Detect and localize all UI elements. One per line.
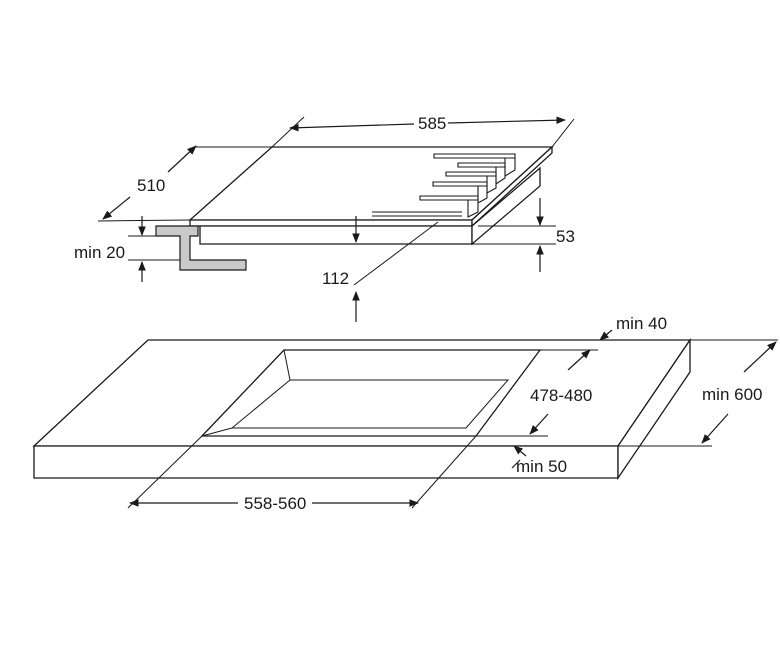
label-558-560: 558-560 [244,494,306,513]
hob-body [199,225,473,245]
label-min-40: min 40 [616,314,667,333]
cutout-inner [230,379,510,429]
hob-body-side [471,166,541,246]
dim-min-thickness: min 20 [74,216,180,282]
dim-cutout-width: 558-560 [127,435,477,513]
hob-controls [372,153,516,218]
label-585: 585 [418,114,446,133]
mounting-bracket [155,225,247,271]
dim-hob-height: 53 [472,198,575,272]
hob-drawing [155,145,554,271]
label-min-50: min 50 [516,457,567,476]
worktop-side [617,337,691,481]
label-53: 53 [556,227,575,246]
dim-cutout-depth: 478-480 [476,349,598,437]
dim-worktop-depth: min 600 [618,339,778,447]
dim-hob-width: 585 [271,114,575,148]
dim-min-front: min 50 [511,445,567,476]
label-min-600: min 600 [702,385,762,404]
hob-plate-edge-side [471,145,553,228]
worktop-drawing [32,337,692,481]
label-510: 510 [137,176,165,195]
label-112: 112 [322,269,349,288]
hob-plate-edge [189,219,473,227]
label-min-20: min 20 [74,243,125,262]
dim-hob-depth: 510 [97,145,272,222]
label-478-480: 478-480 [530,386,592,405]
dim-clearance: 112 [322,216,439,322]
